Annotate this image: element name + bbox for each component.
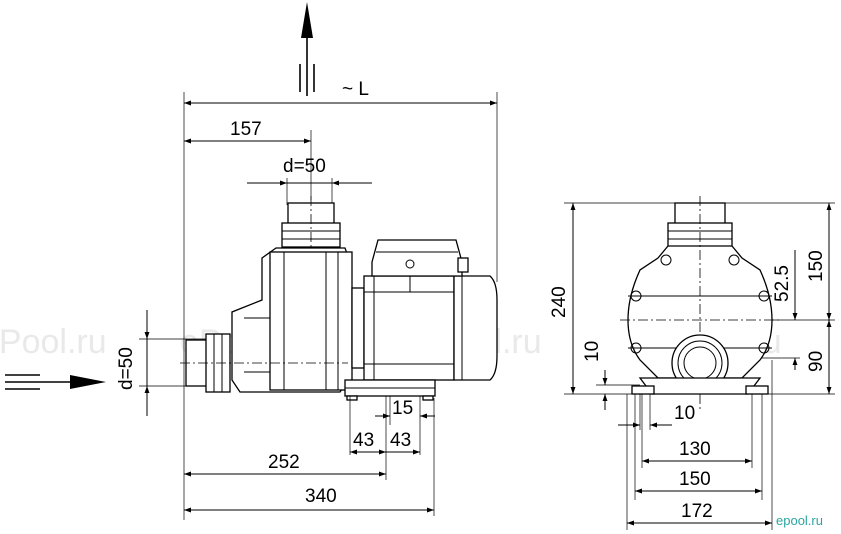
- motor: [351, 239, 498, 381]
- front-housing: [620, 196, 780, 412]
- inlet-pipe: [180, 333, 348, 393]
- outlet-flow-arrow: [299, 2, 315, 96]
- hole-spacing-label: 130: [679, 439, 711, 460]
- total-height-label: 240: [549, 286, 570, 318]
- foot-width-label: 10: [674, 403, 695, 424]
- foot-hole-label: 15: [392, 398, 413, 419]
- top-height-label: 150: [806, 250, 827, 282]
- outlet-offset-label: 52.5: [772, 265, 793, 302]
- foot-spacing-b-label: 43: [390, 430, 411, 451]
- inlet-flow-arrow: [5, 374, 106, 390]
- foot-spacing-a-label: 43: [353, 430, 374, 451]
- axis-height-label: 90: [806, 351, 827, 372]
- foot-height-label: 10: [582, 341, 603, 362]
- side-view: ~ L 157 d=50 d=50: [5, 2, 498, 520]
- site-logo: epool.ru: [776, 513, 823, 528]
- base-width-label: 150: [679, 469, 711, 490]
- outlet-diameter-label: d=50: [283, 156, 326, 177]
- inlet-diameter-label: d=50: [116, 347, 137, 390]
- watermark-text: ePool.ru: [0, 323, 107, 361]
- front-view: 240 150 52.5 90 10: [549, 196, 835, 530]
- foot-position-label: 252: [268, 452, 300, 473]
- overall-width-label: 172: [681, 501, 713, 522]
- overall-base-label: 340: [305, 486, 337, 507]
- outlet-pipe: [281, 196, 341, 255]
- inlet-offset-label: 157: [230, 119, 262, 140]
- volute-housing: [231, 247, 353, 393]
- overall-length-label: ~ L: [342, 79, 369, 100]
